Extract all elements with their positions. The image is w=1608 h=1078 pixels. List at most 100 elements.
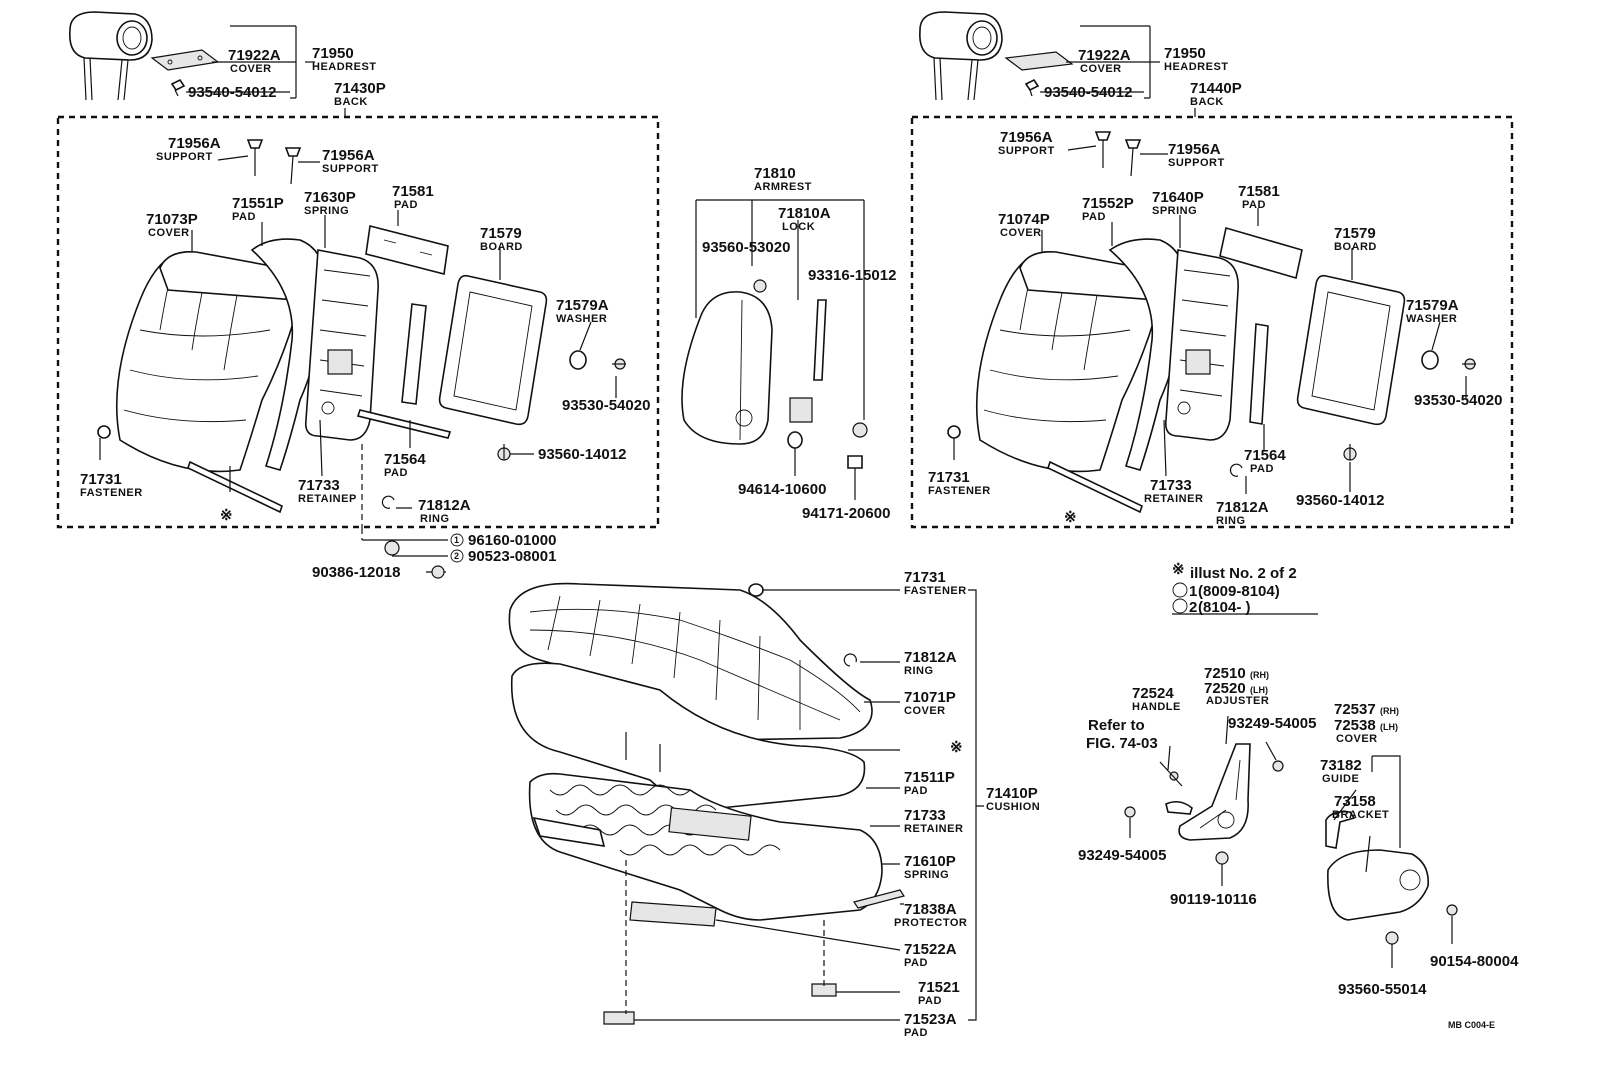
label-l14-pn: 93560-14012	[538, 446, 626, 463]
refer-line1: Refer to	[1088, 717, 1145, 734]
label-a07-pn: 73182	[1320, 757, 1362, 774]
armrest	[681, 199, 868, 500]
cushion-leaders	[625, 589, 984, 1021]
label-c02-pn: 71812A	[904, 649, 957, 666]
label-c09-pn: 71522A	[904, 941, 957, 958]
right-back-group-box	[910, 115, 1514, 529]
legend-line2: (8009-8104)	[1198, 583, 1280, 600]
label-l27-pn: 94171-20600	[802, 505, 890, 522]
label-l22-pn: 71810	[754, 165, 796, 182]
label-r06-nm: SUPPORT	[1168, 157, 1225, 169]
right-leaders	[953, 145, 1467, 494]
label-c06-pn: 71733	[904, 807, 946, 824]
label-c03-pn: 71071P	[904, 689, 956, 706]
left-bottom-fasteners	[384, 533, 464, 579]
label-r11-pn: 71579	[1334, 225, 1376, 242]
label-r17-pn: 71812A	[1216, 499, 1269, 516]
label-r04-nm: BACK	[1190, 96, 1224, 108]
label-r08-nm: SPRING	[1152, 205, 1197, 217]
legend-circle-1	[1172, 582, 1188, 598]
label-a10-pn: 90119-10116	[1170, 891, 1257, 908]
label-c-ast: ※	[950, 739, 963, 756]
label-l16-pn: 71731	[80, 471, 122, 488]
label-c07-pn: 71610P	[904, 853, 956, 870]
label-l04-pn: 71430P	[334, 80, 386, 97]
label-l05-pn: 71956A	[168, 135, 221, 152]
label-r14-nm: PAD	[1250, 463, 1274, 475]
label-a11-pn: 90154-80004	[1430, 953, 1519, 970]
label-r11-nm: BOARD	[1334, 241, 1377, 253]
label-r15-nm: FASTENER	[928, 485, 991, 497]
label-r01-pn: 71922A	[1078, 47, 1131, 64]
label-c10-nm: PAD	[918, 995, 942, 1007]
label-r07-pn: 71552P	[1082, 195, 1134, 212]
label-l18-nm: RING	[420, 513, 450, 525]
label-l13-pn: 93530-54020	[562, 397, 650, 414]
label-c11-nm: PAD	[904, 1027, 928, 1039]
label-l11-nm: BOARD	[480, 241, 523, 253]
label-a03-suffix: (LH)	[1250, 685, 1268, 695]
adjuster-leaders	[1129, 715, 1453, 968]
label-a08-nm: BRACKET	[1332, 809, 1389, 821]
left-headrest	[68, 11, 220, 101]
label-l15-pn: 71564	[384, 451, 426, 468]
label-c04-nm: PAD	[904, 785, 928, 797]
label-l11-pn: 71579	[480, 225, 522, 242]
label-l12-pn: 71579A	[556, 297, 609, 314]
label-a04-pn: 93249-54005	[1228, 715, 1316, 732]
legend-line3: (8104- )	[1198, 599, 1251, 616]
right-back-parts	[947, 131, 1476, 514]
label-c10-pn: 71521	[918, 979, 960, 996]
label-l08-nm: SPRING	[304, 205, 349, 217]
labels: 71922A COVER 71950 HEADREST 93540-54012 …	[80, 45, 1519, 1039]
label-a01-pn: 72524	[1132, 685, 1174, 702]
label-l26-pn: 94614-10600	[738, 481, 826, 498]
label-l19-mark: 1	[454, 535, 459, 545]
label-c01-nm: FASTENER	[904, 585, 967, 597]
label-l01-nm: COVER	[230, 63, 272, 75]
label-l07-pn: 71551P	[232, 195, 284, 212]
label-r09-pn: 71581	[1238, 183, 1280, 200]
label-c09-nm: PAD	[904, 957, 928, 969]
label-l19-pn: 96160-01000	[468, 532, 556, 549]
label-r16-pn: 71733	[1150, 477, 1192, 494]
label-a02-suffix: (RH)	[1250, 670, 1269, 680]
label-r02-pn: 71950	[1164, 45, 1206, 62]
label-a05-suffix: (RH)	[1380, 706, 1399, 716]
label-l15-nm: PAD	[384, 467, 408, 479]
label-r04-pn: 71440P	[1190, 80, 1242, 97]
label-l17-pn: 71733	[298, 477, 340, 494]
label-r-ast: ※	[1064, 509, 1077, 526]
label-r10-nm: COVER	[1000, 227, 1042, 239]
label-l16-nm: FASTENER	[80, 487, 143, 499]
label-a01-nm: HANDLE	[1132, 701, 1181, 713]
seat-adjuster	[1124, 743, 1284, 865]
label-r14-pn: 71564	[1244, 447, 1286, 464]
label-r13-pn: 93530-54020	[1414, 392, 1502, 409]
legend-n2: 2	[1189, 599, 1197, 616]
label-l02-nm: HEADREST	[312, 61, 377, 73]
label-l22-nm: ARMREST	[754, 181, 812, 193]
refer-line2: FIG. 74-03	[1086, 735, 1158, 752]
label-c05-pn: 71410P	[986, 785, 1038, 802]
label-r06-pn: 71956A	[1168, 141, 1221, 158]
label-c03-nm: COVER	[904, 705, 946, 717]
left-back-group-box	[56, 115, 660, 529]
label-a05-pn: 72537	[1334, 701, 1376, 718]
label-c04-pn: 71511P	[904, 769, 955, 786]
label-c02-nm: RING	[904, 665, 934, 677]
label-l03-pn: 93540-54012	[188, 84, 276, 101]
label-l20-mark: 2	[454, 551, 459, 561]
label-c06-nm: RETAINER	[904, 823, 963, 835]
label-a12-pn: 93560-55014	[1338, 981, 1427, 998]
label-l04-nm: BACK	[334, 96, 368, 108]
left-leaders	[99, 25, 617, 573]
label-a02-pn: 72510	[1204, 665, 1246, 682]
label-l09-pn: 71581	[392, 183, 434, 200]
label-r15-pn: 71731	[928, 469, 970, 486]
left-back-parts	[97, 139, 626, 514]
label-l20-pn: 90523-08001	[468, 548, 556, 565]
label-l-ast: ※	[220, 507, 233, 524]
label-r05-nm: SUPPORT	[998, 145, 1055, 157]
